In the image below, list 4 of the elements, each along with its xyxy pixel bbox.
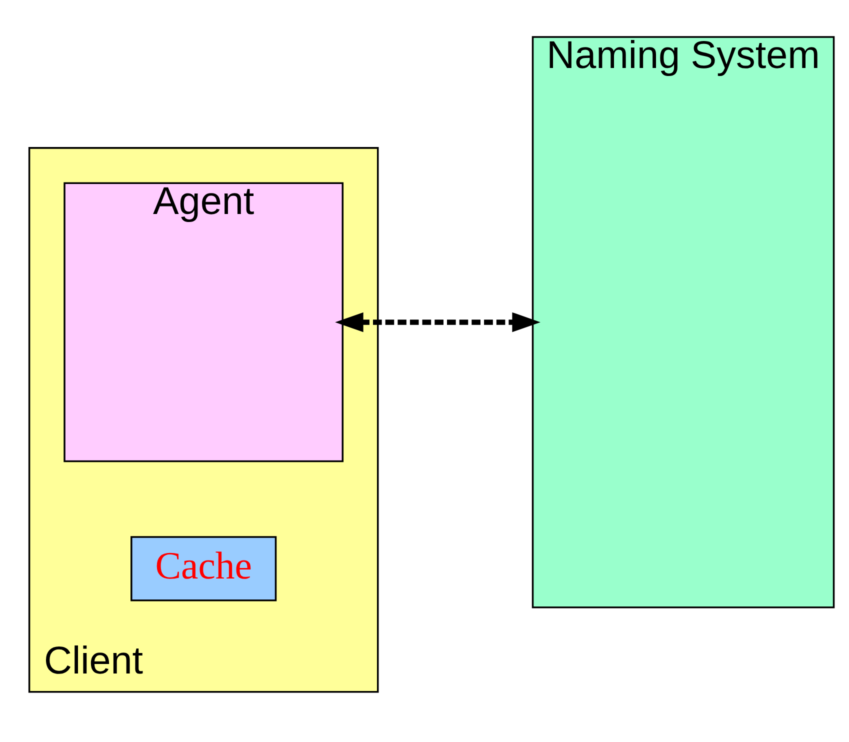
node-box: Agent (64, 182, 344, 462)
arrow (335, 312, 540, 332)
node-box: Naming System (532, 36, 835, 608)
node-box: Cache (130, 536, 277, 601)
